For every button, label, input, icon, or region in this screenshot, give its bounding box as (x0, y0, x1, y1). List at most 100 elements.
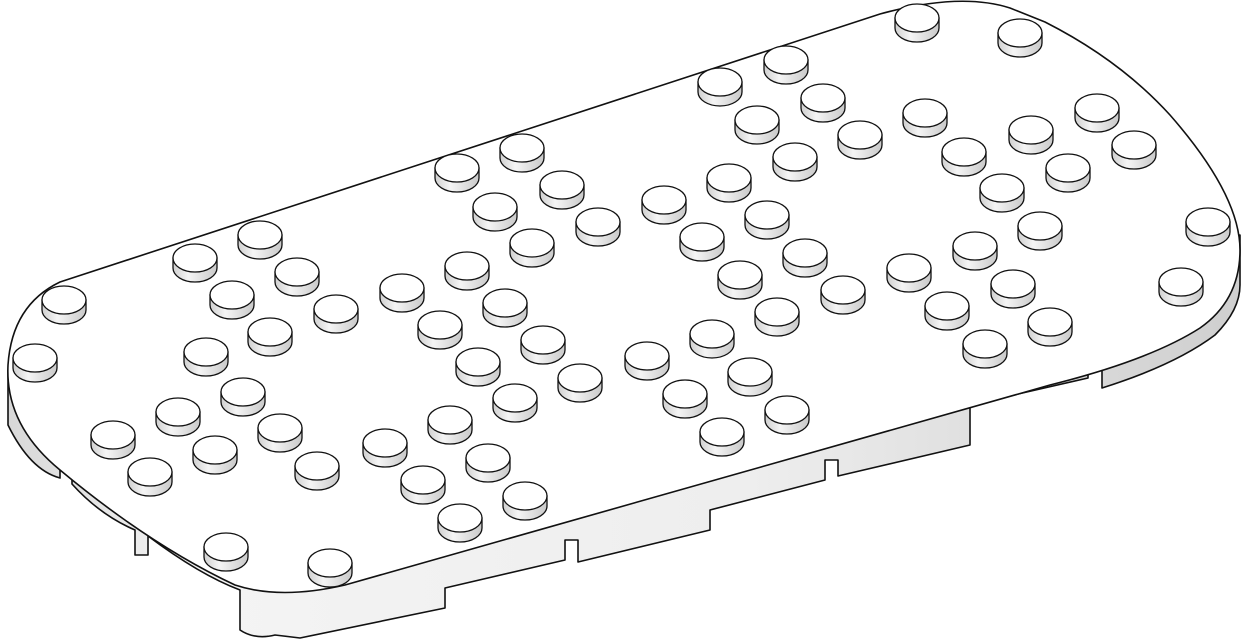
stud-top (763, 45, 809, 75)
stud (979, 173, 1025, 213)
stud-top (237, 220, 283, 250)
stud (434, 153, 480, 193)
stud-top (220, 377, 266, 407)
stud (362, 428, 408, 468)
stud (41, 285, 87, 325)
stud-top (274, 257, 320, 287)
stud-top (641, 185, 687, 215)
stud (1185, 207, 1231, 247)
stud (679, 222, 725, 262)
stud (1027, 307, 1073, 347)
stud-top (772, 142, 818, 172)
stud-top (172, 243, 218, 273)
stud (763, 45, 809, 85)
stud (699, 417, 745, 457)
stud-top (1017, 211, 1063, 241)
stud (257, 413, 303, 453)
stud (1074, 93, 1120, 133)
stud-top (492, 383, 538, 413)
stud-top (499, 133, 545, 163)
stud (744, 200, 790, 240)
stud (990, 269, 1036, 309)
stud-top (997, 18, 1043, 48)
stud (237, 220, 283, 260)
stud-top (192, 435, 238, 465)
stud (1045, 153, 1091, 193)
stud (127, 457, 173, 497)
stud-top (1074, 93, 1120, 123)
stud (837, 120, 883, 160)
stud-top (706, 163, 752, 193)
stud-top (699, 417, 745, 447)
stud (689, 319, 735, 359)
stud (734, 105, 780, 145)
stud-top (679, 222, 725, 252)
stud (313, 294, 359, 334)
stud-top (624, 341, 670, 371)
stud-top (539, 170, 585, 200)
stud (192, 435, 238, 475)
stud-top (155, 397, 201, 427)
stud (444, 251, 490, 291)
stud-top (962, 329, 1008, 359)
stud (155, 397, 201, 437)
stud-top (820, 275, 866, 305)
plate-top-face (7, 0, 1241, 594)
stud-top (575, 207, 621, 237)
stud (294, 451, 340, 491)
stud-top (1111, 130, 1157, 160)
stud (641, 185, 687, 225)
stud (902, 98, 948, 138)
stud-top (754, 297, 800, 327)
stud (1017, 211, 1063, 251)
stud (624, 341, 670, 381)
stud-top (894, 3, 940, 33)
stud (90, 420, 136, 460)
stud (886, 253, 932, 293)
stud (400, 465, 446, 505)
stud (894, 3, 940, 43)
stud-top (952, 231, 998, 261)
stud-top (727, 357, 773, 387)
stud-top (1027, 307, 1073, 337)
stud (941, 137, 987, 177)
stud-top (990, 269, 1036, 299)
stud-top (379, 273, 425, 303)
stud-top (313, 294, 359, 324)
stud-top (362, 428, 408, 458)
stud (209, 280, 255, 320)
stud (952, 231, 998, 271)
stud-top (1158, 267, 1204, 297)
stud (379, 273, 425, 313)
stud-top (41, 285, 87, 315)
stud-top (400, 465, 446, 495)
stud (499, 133, 545, 173)
stud (417, 310, 463, 350)
stud (520, 325, 566, 365)
stud (172, 243, 218, 283)
stud-top (203, 532, 249, 562)
stud (465, 443, 511, 483)
stud (772, 142, 818, 182)
stud (1111, 130, 1157, 170)
stud-top (127, 457, 173, 487)
stud (307, 548, 353, 588)
stud (482, 288, 528, 328)
stud (997, 18, 1043, 58)
stud (220, 377, 266, 417)
stud-top (509, 228, 555, 258)
stud (800, 83, 846, 123)
stud-top (472, 192, 518, 222)
stud-top (764, 395, 810, 425)
stud-top (941, 137, 987, 167)
stud (12, 343, 58, 383)
stud-top (837, 120, 883, 150)
stud-array (12, 3, 1231, 588)
stud-top (257, 413, 303, 443)
stud (662, 379, 708, 419)
stud-top (12, 343, 58, 373)
stud (203, 532, 249, 572)
stud-top (502, 481, 548, 511)
